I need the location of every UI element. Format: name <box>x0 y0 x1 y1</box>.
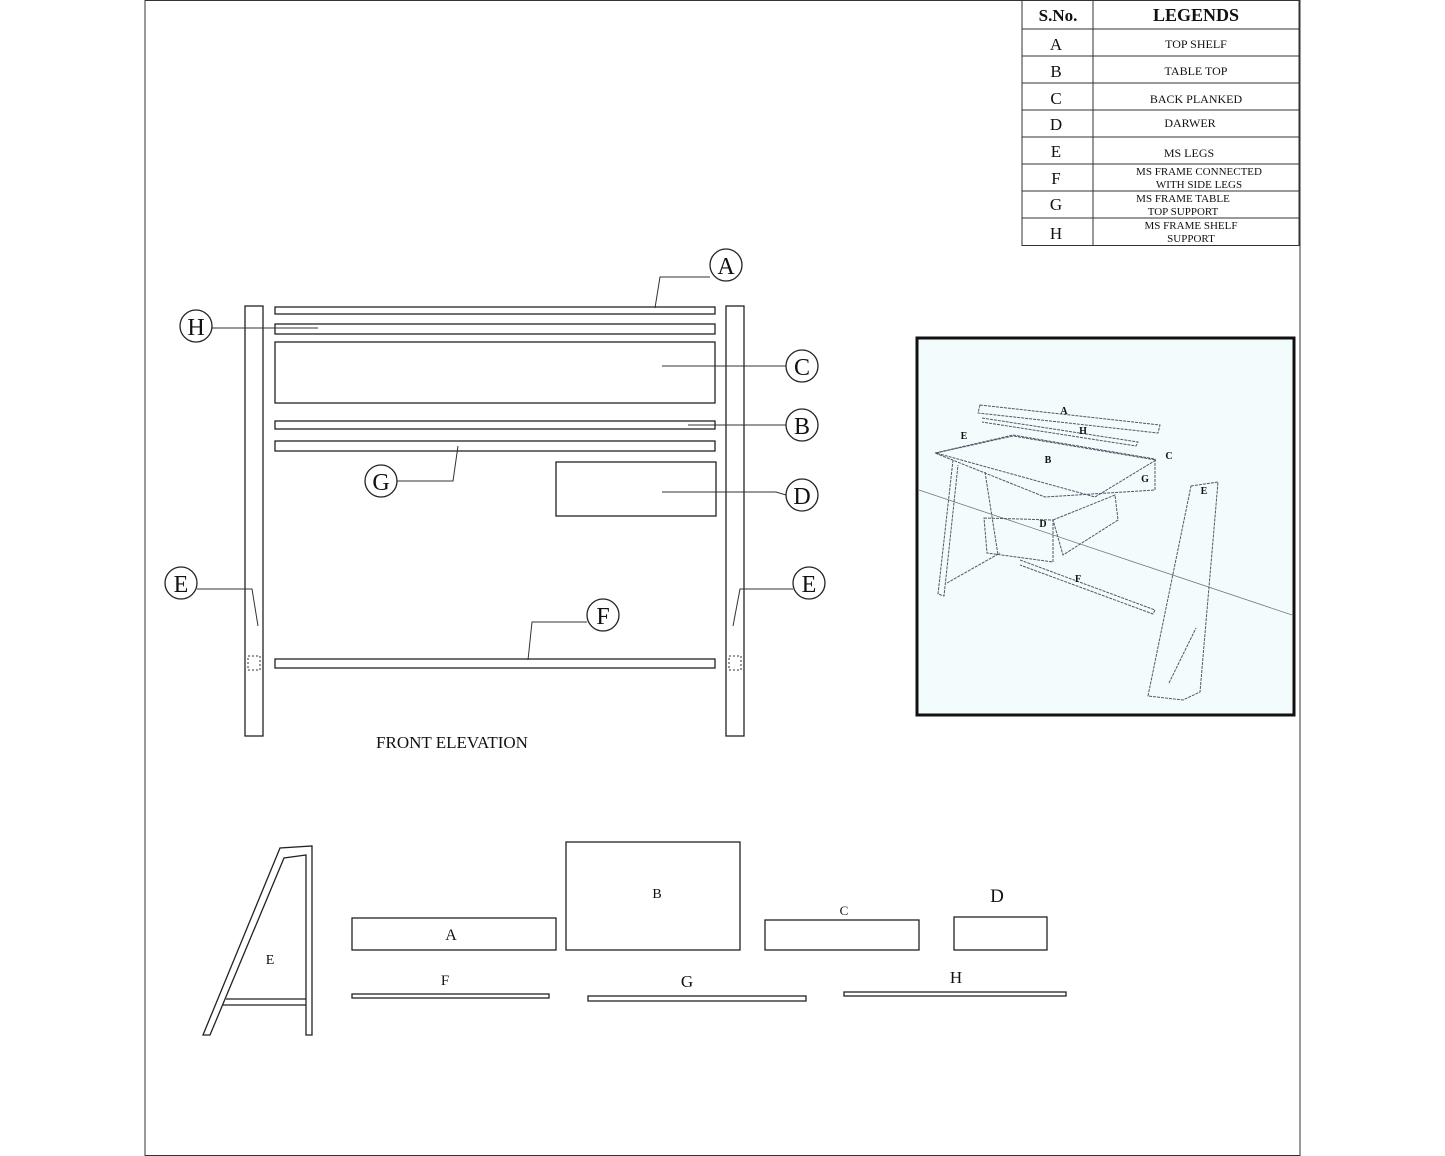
part-f: F <box>351 973 550 999</box>
legend-text-c: BACK PLANKED <box>1150 92 1243 106</box>
frame-f <box>274 658 716 669</box>
callout-a: A <box>709 248 743 282</box>
svg-text:E: E <box>266 953 275 968</box>
svg-text:E: E <box>961 431 968 442</box>
svg-text:D: D <box>793 484 810 510</box>
callout-f: F <box>586 598 620 632</box>
iso-top-shelf <box>977 404 1161 434</box>
legend-text-h1: MS FRAME SHELF <box>1145 220 1238 232</box>
svg-text:H: H <box>950 968 962 987</box>
right-leg-e <box>725 305 745 737</box>
iso-frame-f <box>1019 559 1156 615</box>
part-b: B <box>565 841 741 951</box>
legend-sno-e: E <box>1051 142 1061 161</box>
svg-text:D: D <box>990 886 1004 907</box>
svg-text:G: G <box>372 470 389 496</box>
legend-text-a: TOP SHELF <box>1165 37 1227 51</box>
svg-text:D: D <box>1039 519 1046 530</box>
svg-text:B: B <box>1045 455 1052 466</box>
callout-g: G <box>364 464 398 498</box>
part-h: H <box>843 968 1067 997</box>
svg-text:F: F <box>1075 574 1081 585</box>
legend-text-g2: TOP SUPPORT <box>1148 206 1219 218</box>
svg-text:F: F <box>596 604 609 630</box>
back-plank-c <box>274 341 716 404</box>
callout-d: D <box>785 478 819 512</box>
iso-back-plank <box>933 434 1156 498</box>
front-elevation: A H C B G D E F E FRONT ELEVATION <box>164 248 826 752</box>
part-d: D <box>953 886 1048 951</box>
legend-text-f2: WITH SIDE LEGS <box>1156 179 1242 191</box>
svg-text:E: E <box>802 572 817 598</box>
iso-table-top <box>935 435 1158 498</box>
legend-text-d: DARWER <box>1164 116 1215 130</box>
part-g: G <box>587 972 807 1002</box>
table-top-b <box>274 420 716 430</box>
legend-text-g1: MS FRAME TABLE <box>1136 193 1230 205</box>
callout-e-left: E <box>164 566 198 600</box>
legend-sno-d: D <box>1050 115 1062 134</box>
svg-text:E: E <box>1201 486 1208 497</box>
isometric-view: A H E B C G D F E <box>915 336 1296 717</box>
legend-header-legends: LEGENDS <box>1153 5 1239 25</box>
svg-text:A: A <box>717 254 735 280</box>
legend-text-h2: SUPPORT <box>1167 233 1215 245</box>
top-shelf-a <box>274 306 716 315</box>
svg-text:H: H <box>187 315 204 341</box>
iso-shelf-support <box>981 417 1139 447</box>
svg-text:B: B <box>652 887 661 902</box>
table-top-support-g <box>274 440 716 452</box>
part-e: E <box>202 845 313 1036</box>
part-a: A <box>351 917 557 951</box>
svg-text:B: B <box>794 414 810 440</box>
legend-sno-b: B <box>1050 62 1061 81</box>
legend-sno-h: H <box>1050 224 1062 243</box>
legend-header-sno: S.No. <box>1039 6 1078 25</box>
left-leg-e <box>244 305 264 737</box>
svg-text:C: C <box>794 355 810 381</box>
legend-sno-f: F <box>1051 169 1060 188</box>
svg-text:H: H <box>1079 426 1087 437</box>
drawer-d <box>555 461 717 517</box>
iso-leg-e <box>1147 481 1219 701</box>
svg-text:F: F <box>441 973 449 989</box>
svg-text:G: G <box>681 972 693 991</box>
iso-drawer <box>983 517 1054 563</box>
callout-b: B <box>785 408 819 442</box>
legend-text-e: MS LEGS <box>1164 146 1214 160</box>
callout-h: H <box>179 309 213 343</box>
svg-text:C: C <box>1165 451 1172 462</box>
legend-sno-c: C <box>1050 89 1061 108</box>
callout-c: C <box>785 349 819 383</box>
svg-text:C: C <box>840 903 849 918</box>
svg-text:G: G <box>1141 474 1149 485</box>
legend-text-b: TABLE TOP <box>1165 64 1228 78</box>
legend-text-f1: MS FRAME CONNECTED <box>1136 166 1262 178</box>
parts-list: E A B C D F G H <box>202 841 1067 1036</box>
shelf-support-h <box>274 323 716 335</box>
svg-text:A: A <box>1060 406 1068 417</box>
part-c: C <box>764 903 920 951</box>
front-elevation-title: FRONT ELEVATION <box>376 733 528 752</box>
svg-text:E: E <box>174 572 189 598</box>
legend-sno-a: A <box>1050 35 1063 54</box>
legend-table: S.No. LEGENDS A TOP SHELF B TABLE TOP C … <box>1021 0 1300 246</box>
callout-e-right: E <box>792 566 826 600</box>
legend-sno-g: G <box>1050 195 1062 214</box>
svg-text:A: A <box>445 927 457 944</box>
